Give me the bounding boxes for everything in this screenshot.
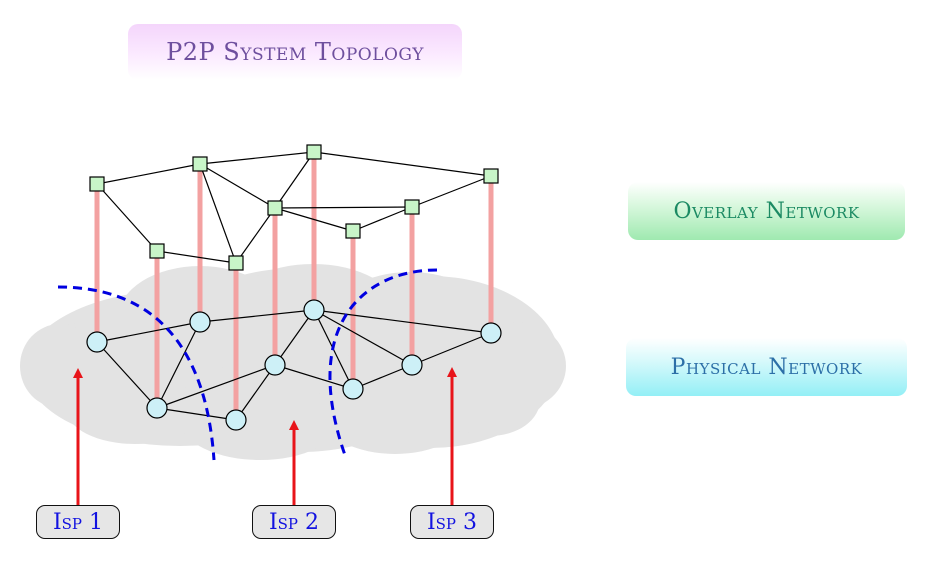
overlay-edge bbox=[313, 151, 492, 177]
overlay-edge bbox=[352, 206, 413, 232]
physical-node bbox=[480, 322, 502, 344]
overlay-edge bbox=[411, 175, 492, 208]
physical-node bbox=[401, 354, 423, 376]
physical-node bbox=[342, 378, 364, 400]
physical-node bbox=[264, 354, 286, 376]
physical-edge bbox=[156, 407, 237, 421]
overlay-network-text: Overlay Network bbox=[673, 198, 860, 224]
title-banner: P2P System Topology bbox=[128, 24, 462, 80]
physical-node bbox=[189, 311, 211, 333]
overlay-network-label: Overlay Network bbox=[628, 182, 905, 240]
physical-edge bbox=[313, 309, 413, 366]
physical-edge bbox=[199, 309, 315, 323]
overlay-edge bbox=[96, 183, 158, 252]
physical-network-label: Physical Network bbox=[626, 338, 907, 396]
isp-3-text: Isp 3 bbox=[426, 509, 478, 535]
overlay-node bbox=[89, 176, 105, 192]
overlay-node bbox=[228, 255, 244, 271]
page-title: P2P System Topology bbox=[166, 38, 424, 66]
overlay-node bbox=[404, 199, 420, 215]
physical-edge bbox=[411, 332, 492, 366]
overlay-edge bbox=[96, 163, 201, 185]
physical-edge bbox=[96, 341, 158, 409]
physical-node bbox=[303, 299, 325, 321]
physical-edge bbox=[352, 364, 413, 390]
isp-2-label: Isp 2 bbox=[252, 505, 336, 539]
isp-boundary-right bbox=[328, 268, 438, 459]
isp-1-label: Isp 1 bbox=[36, 505, 120, 539]
physical-node bbox=[225, 409, 247, 431]
isp-2-text: Isp 2 bbox=[268, 509, 320, 535]
isp-arrows bbox=[73, 367, 457, 505]
overlay-node bbox=[345, 223, 361, 239]
mapping-lines bbox=[94, 152, 494, 420]
overlay-nodes bbox=[89, 144, 499, 271]
overlay-edge bbox=[199, 163, 237, 264]
overlay-node bbox=[267, 200, 283, 216]
physical-edge bbox=[96, 321, 201, 343]
physical-edge bbox=[274, 364, 354, 390]
overlay-node bbox=[149, 243, 165, 259]
overlay-node bbox=[483, 168, 499, 184]
physical-edge bbox=[235, 364, 276, 421]
overlay-edge bbox=[156, 250, 237, 264]
isp-boundary-left bbox=[57, 285, 216, 461]
overlay-edge bbox=[274, 207, 354, 232]
overlay-edge bbox=[199, 151, 315, 165]
physical-edge bbox=[156, 364, 276, 409]
physical-nodes bbox=[86, 299, 502, 431]
overlay-edge bbox=[235, 207, 276, 264]
physical-network-text: Physical Network bbox=[670, 354, 863, 380]
physical-edge bbox=[156, 321, 201, 409]
isp-boundaries bbox=[57, 268, 438, 461]
overlay-edge bbox=[274, 206, 413, 209]
overlay-edges bbox=[96, 151, 492, 264]
physical-node bbox=[146, 397, 168, 419]
physical-node bbox=[86, 331, 108, 353]
overlay-edge bbox=[274, 151, 315, 209]
overlay-edge bbox=[199, 163, 276, 209]
physical-edge bbox=[313, 309, 492, 334]
overlay-node bbox=[306, 144, 322, 160]
overlay-node bbox=[192, 156, 208, 172]
isp-1-text: Isp 1 bbox=[52, 509, 104, 535]
physical-edge bbox=[274, 309, 315, 366]
isp-3-label: Isp 3 bbox=[410, 505, 494, 539]
